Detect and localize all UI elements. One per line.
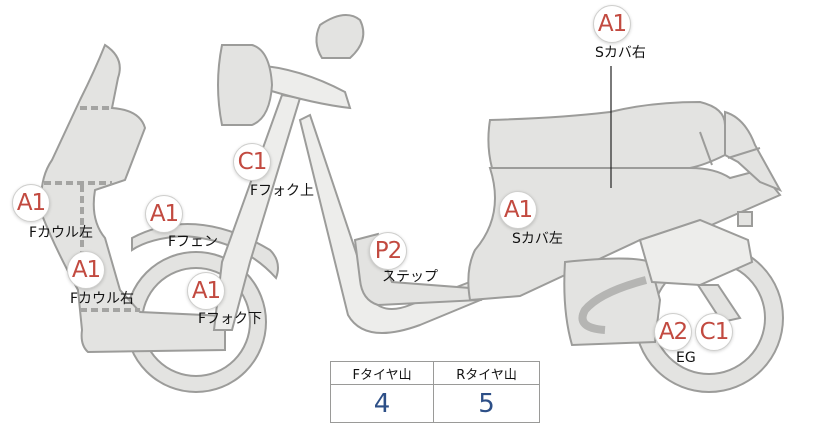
grade-badge: A1 [187, 272, 225, 310]
grade-badge: A1 [499, 191, 537, 229]
table-header-row: Fタイヤ山 Rタイヤ山 [329, 360, 540, 386]
part-label: Sカバ右 [595, 45, 646, 61]
grade-badge: P2 [369, 232, 407, 270]
tail-seam [699, 131, 761, 166]
grade-badge: A1 [593, 5, 631, 43]
value-front-tire: 4 [329, 384, 435, 423]
table-value-row: 4 5 [329, 384, 540, 423]
header-front-tire: Fタイヤ山 [329, 360, 435, 386]
headlight [217, 44, 274, 126]
grade-badge: A1 [67, 251, 105, 289]
value-rear-tire: 5 [433, 384, 540, 423]
grade-badge: A2 [654, 313, 692, 351]
swingarm [638, 218, 754, 287]
cowl-seam [44, 106, 140, 312]
engine-hose [578, 276, 648, 334]
shock-absorber [696, 284, 742, 324]
mirror [315, 14, 365, 59]
engine-case [563, 257, 662, 347]
grade-badge: A1 [12, 184, 50, 222]
grade-badge: C1 [695, 313, 733, 351]
seat [487, 100, 726, 169]
grade-badge: C1 [233, 143, 271, 181]
part-label: Fフェン [168, 234, 219, 250]
part-label: Fカウル右 [70, 291, 135, 307]
handlebar [253, 63, 352, 110]
part-label: Sカバ左 [512, 231, 563, 247]
side-cover [467, 167, 782, 302]
part-label: Fカウル左 [29, 225, 94, 241]
part-label: EG [676, 350, 696, 366]
header-rear-tire: Rタイヤ山 [433, 360, 540, 386]
part-label: Fフォク下 [198, 311, 263, 327]
grade-badge: A1 [145, 195, 183, 233]
bolt [737, 211, 753, 227]
part-label: ステップ [382, 269, 438, 285]
tire-tread-table: Fタイヤ山 Rタイヤ山 4 5 [329, 360, 540, 423]
part-label: Fフォク上 [250, 183, 315, 199]
